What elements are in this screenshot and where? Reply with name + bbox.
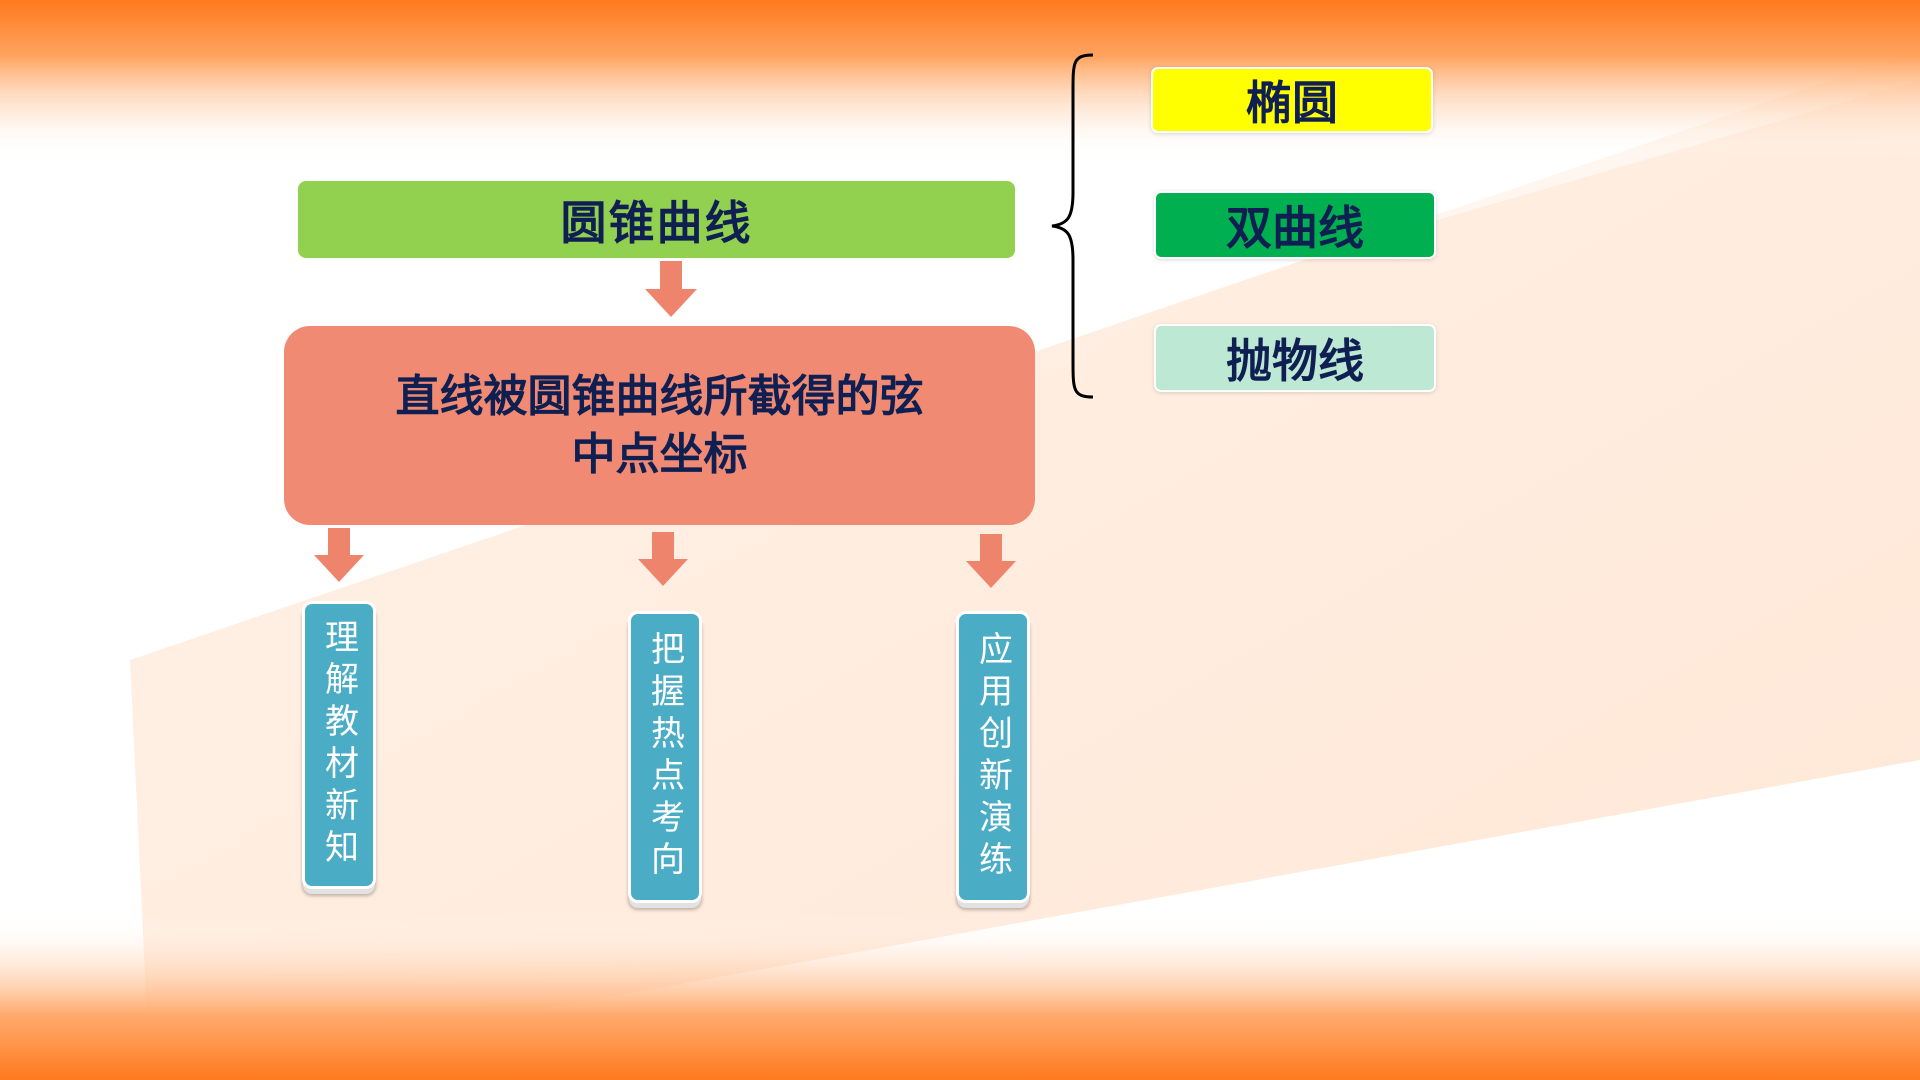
curve-type-ellipse: 椭圆 [1151,67,1433,133]
bottom-orange-band [0,915,1920,1080]
main-topic-line2: 中点坐标 [571,428,748,480]
main-topic-line1: 直线被圆锥曲线所截得的弦 [395,370,924,422]
curly-brace [1051,53,1094,399]
curve-type-parabola: 抛物线 [1154,324,1436,392]
arrow-down-icon [638,532,688,586]
section-box-understand[interactable]: 理解教材新知 [302,601,376,889]
arrow-down-icon [966,534,1016,588]
arrow-down-icon [645,261,697,317]
curve-type-hyperbola: 双曲线 [1154,191,1436,259]
section-box-hotspots[interactable]: 把握热点考向 [628,611,702,903]
top-orange-band [0,0,1920,160]
main-topic-box: 直线被圆锥曲线所截得的弦 中点坐标 [284,326,1035,525]
section-box-practice[interactable]: 应用创新演练 [956,611,1030,903]
title-box: 圆锥曲线 [298,181,1015,258]
arrow-down-icon [314,528,364,582]
bg-diagonal-band [130,50,1920,1080]
